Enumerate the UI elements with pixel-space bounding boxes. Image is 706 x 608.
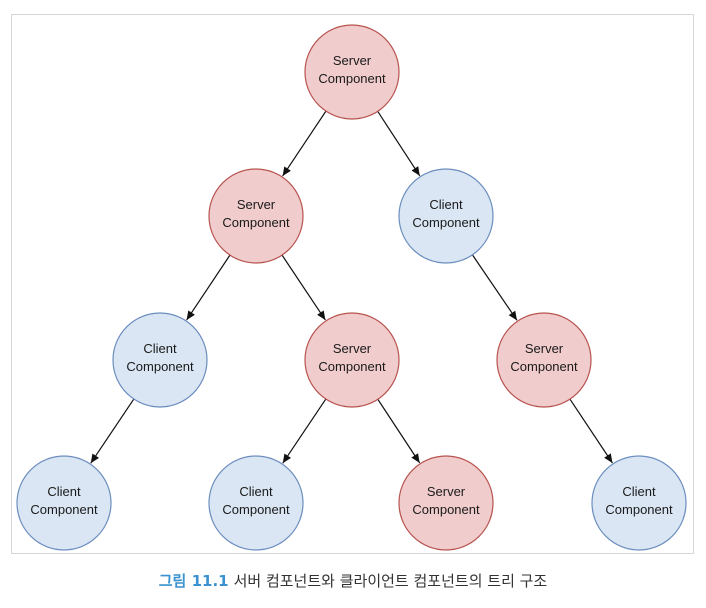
client-node-circle xyxy=(112,312,208,408)
client-node-circle xyxy=(398,168,494,264)
node-label-line1: Server xyxy=(333,341,372,356)
node-label-line2: Component xyxy=(510,359,578,374)
client-node-circle xyxy=(591,455,687,551)
node-label-line1: Server xyxy=(427,484,466,499)
node-label-line2: Component xyxy=(318,71,386,86)
caption-text: 서버 컴포넌트와 클라이언트 컴포넌트의 트리 구조 xyxy=(233,572,548,590)
edge-n1-to-n2 xyxy=(282,110,327,177)
edge-n5-to-n8 xyxy=(282,398,327,464)
node-label-line1: Client xyxy=(47,484,81,499)
edge-n2-to-n4 xyxy=(186,254,231,321)
edge-n1-to-n3 xyxy=(377,111,421,177)
edge-n6-to-n10 xyxy=(569,398,613,464)
node-label-line2: Component xyxy=(30,502,98,517)
server-node-circle xyxy=(304,24,400,120)
edge-n2-to-n5 xyxy=(281,254,326,321)
nodes: ServerComponentServerComponentClientComp… xyxy=(16,24,687,551)
edges xyxy=(90,110,613,464)
node-label-line2: Component xyxy=(412,215,480,230)
node-label-line1: Client xyxy=(429,197,463,212)
node-label-line1: Client xyxy=(622,484,656,499)
edge-n3-to-n6 xyxy=(471,254,518,321)
server-node-circle xyxy=(496,312,592,408)
node-label-line2: Component xyxy=(222,215,290,230)
node-label-line1: Client xyxy=(239,484,273,499)
node-label-line1: Server xyxy=(333,53,372,68)
client-node-circle xyxy=(208,455,304,551)
node-label-line1: Client xyxy=(143,341,177,356)
node-label-line2: Component xyxy=(222,502,290,517)
component-tree-diagram: ServerComponentServerComponentClientComp… xyxy=(16,24,687,551)
client-node-circle xyxy=(16,455,112,551)
server-node-circle xyxy=(304,312,400,408)
edge-n5-to-n9 xyxy=(377,398,421,464)
node-label-line1: Server xyxy=(237,197,276,212)
node-label-line1: Server xyxy=(525,341,564,356)
edge-n4-to-n7 xyxy=(90,398,135,464)
node-label-line2: Component xyxy=(605,502,673,517)
server-node-circle xyxy=(208,168,304,264)
server-node-circle xyxy=(398,455,494,551)
node-label-line2: Component xyxy=(412,502,480,517)
node-label-line2: Component xyxy=(126,359,194,374)
caption-number: 그림 11.1 xyxy=(158,572,229,590)
node-label-line2: Component xyxy=(318,359,386,374)
